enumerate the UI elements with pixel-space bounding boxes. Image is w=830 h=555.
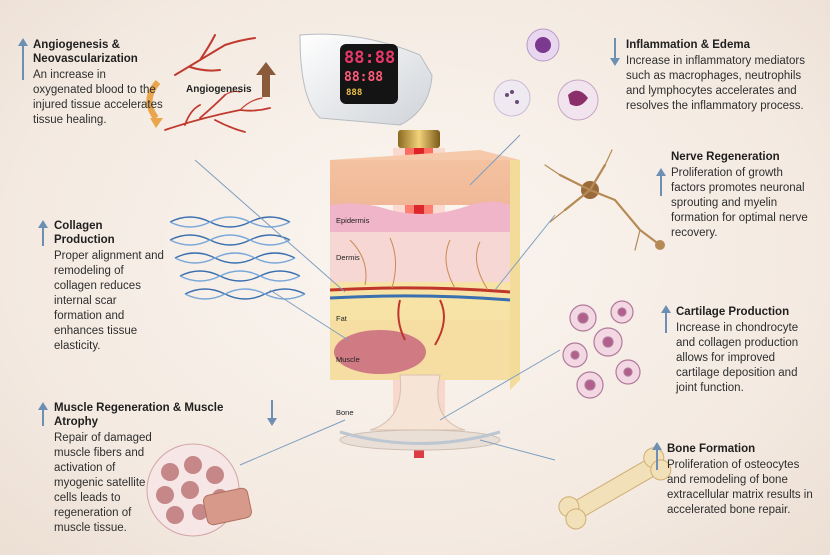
muscle-layer: [334, 330, 426, 374]
bone-title: Bone Formation: [667, 443, 756, 455]
cartilage-body: Increase in chondrocyte and collagen pro…: [676, 322, 799, 394]
inflammation-title: Inflammation & Edema: [626, 39, 750, 51]
increase-arrow-icon: [656, 168, 666, 196]
muscle-fiber-icon: [146, 443, 252, 537]
joint-bone: [339, 374, 501, 451]
nerve-body: Proliferation of growth factors promotes…: [671, 167, 808, 239]
angiogenesis-title: Angiogenesis &Neovascularization: [33, 39, 138, 65]
nerve-title: Nerve Regeneration: [671, 151, 780, 163]
bone-icon: [558, 447, 672, 530]
increase-arrow-icon: [652, 442, 662, 470]
angiogenesis-vessels: [164, 34, 271, 133]
cartilage-title: Cartilage Production: [676, 306, 790, 318]
label-bone: Bone: [336, 408, 354, 417]
label-dermis: Dermis: [336, 253, 360, 262]
increase-arrow-icon: [38, 220, 48, 246]
increase-arrow-icon: [18, 38, 28, 80]
collagen-body: Proper alignment and remodeling of colla…: [54, 250, 164, 352]
decrease-arrow-icon: [610, 38, 620, 66]
brown-up-arrow-icon: [256, 62, 276, 97]
increase-arrow-icon: [661, 305, 671, 333]
connector-lines: [194, 134, 561, 466]
device-tip: [398, 130, 440, 148]
nerve-block: Nerve Regeneration Proliferation of grow…: [671, 150, 811, 241]
bone-block: Bone Formation Proliferation of osteocyt…: [667, 442, 817, 518]
collagen-strands-icon: [169, 216, 306, 300]
inflammation-block: Inflammation & Edema Increase in inflamm…: [626, 38, 806, 114]
label-muscle: Muscle: [336, 355, 360, 364]
muscle-body: Repair of damaged muscle fibers and acti…: [54, 432, 152, 534]
inflammation-body: Increase in inflammatory mediators such …: [626, 55, 805, 112]
skin-cross-section: [329, 150, 520, 390]
muscle-title: Muscle Regeneration & Muscle Atrophy: [54, 402, 224, 428]
label-angiogenesis: Angiogenesis: [186, 84, 252, 95]
display-digits-top: 88:88: [344, 48, 396, 68]
display-digits-mid: 88:88: [344, 70, 384, 85]
label-fat: Fat: [336, 314, 347, 323]
increase-arrow-icon: [38, 402, 48, 426]
display-digits-small: 888: [346, 88, 363, 98]
bone-body: Proliferation of osteocytes and remodeli…: [667, 459, 813, 516]
collagen-block: Collagen Production Proper alignment and…: [54, 219, 166, 354]
decrease-arrow-icon: [267, 400, 277, 426]
angiogenesis-body: An increase in oxygenated blood to the i…: [33, 69, 163, 126]
label-epidermis: Epidermis: [336, 216, 370, 225]
cartilage-block: Cartilage Production Increase in chondro…: [676, 305, 816, 396]
angiogenesis-block: Angiogenesis &Neovascularization An incr…: [33, 38, 163, 128]
device-display: 88:88 88:88 888: [340, 44, 398, 104]
muscle-block: Muscle Regeneration & Muscle Atrophy Rep…: [54, 401, 264, 536]
chondrocyte-cells-icon: [562, 300, 641, 399]
cycle-arrow-icon: [146, 80, 161, 120]
blood-vessel: [329, 286, 511, 294]
collagen-title: Collagen Production: [54, 220, 115, 246]
inflammatory-cells-icon: [493, 28, 599, 121]
neuron-icon: [544, 149, 665, 251]
